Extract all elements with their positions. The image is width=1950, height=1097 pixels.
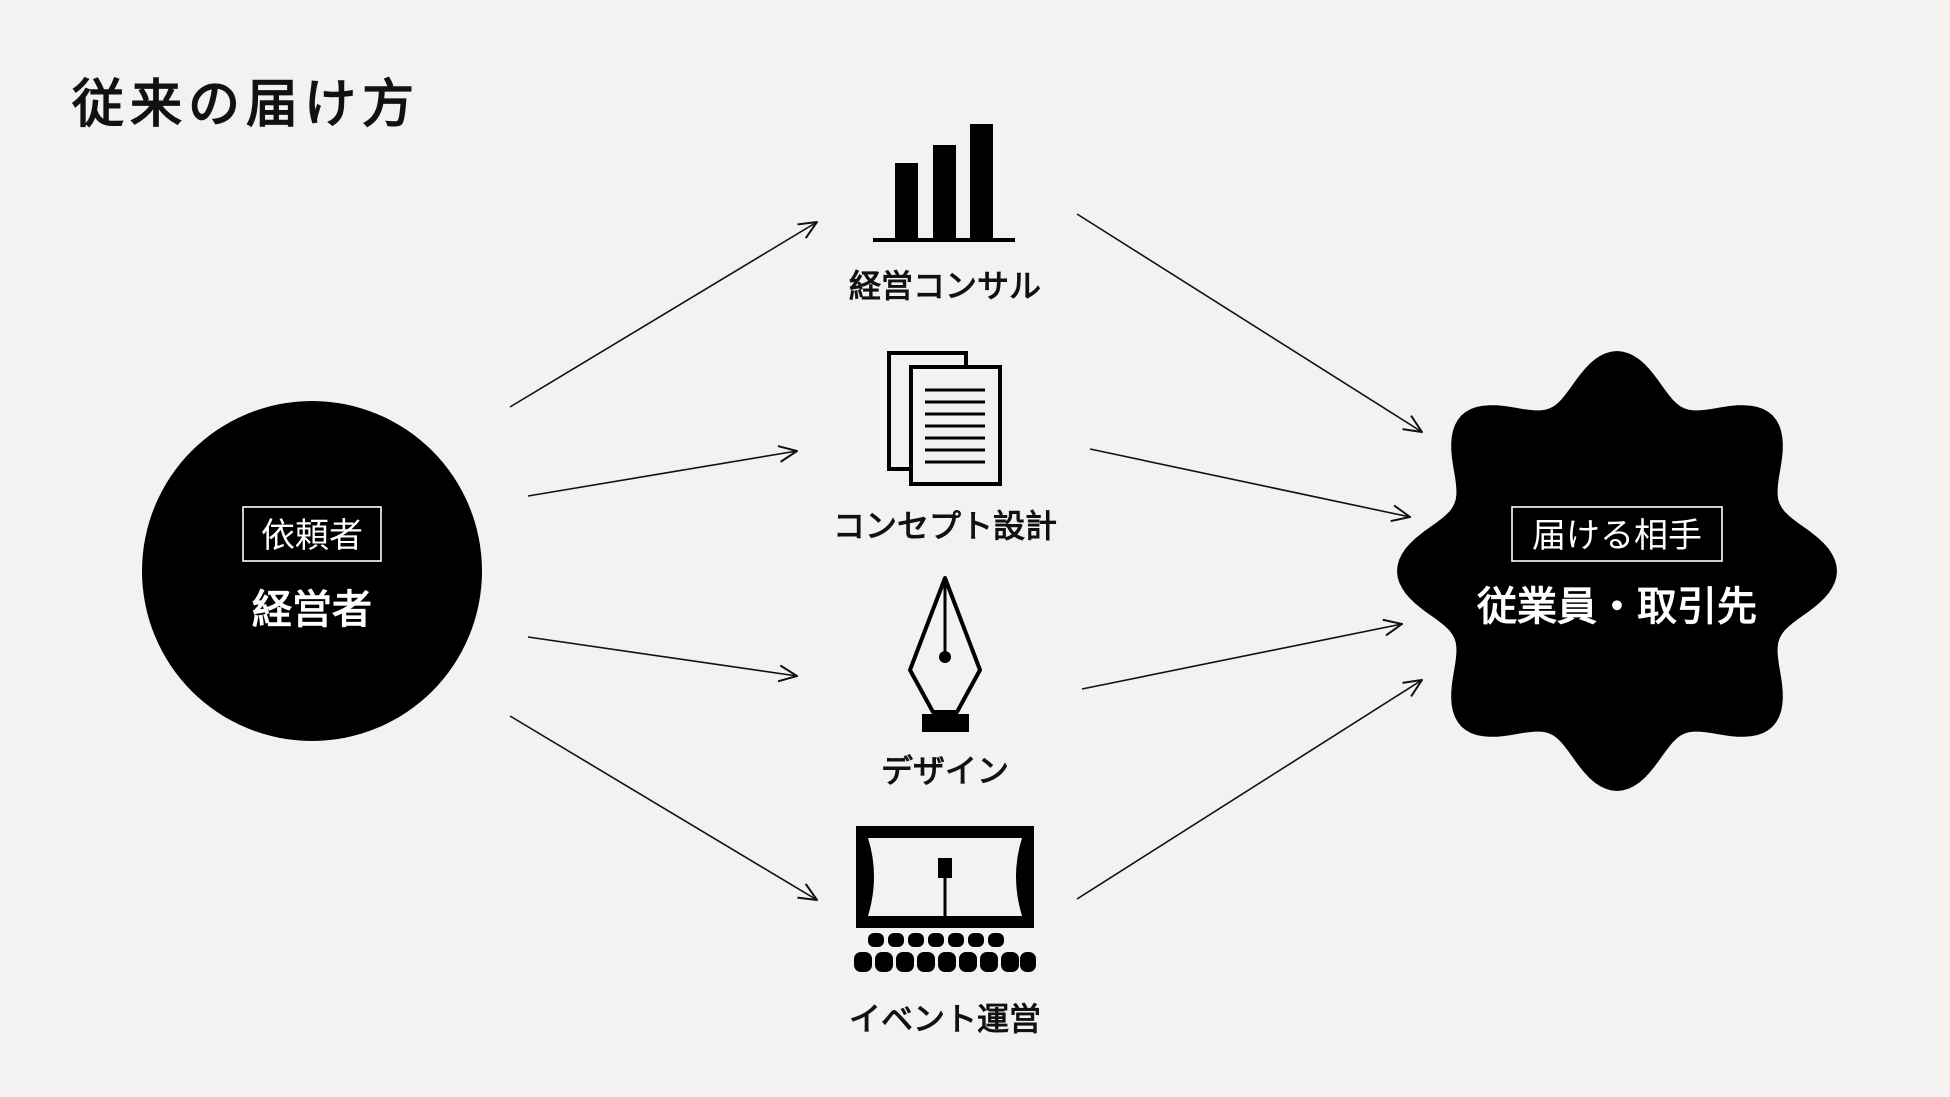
- arrow-to-concept: [527, 451, 797, 497]
- arrow-from-consulting: [1076, 213, 1422, 432]
- service-concept: コンセプト設計: [833, 351, 1057, 545]
- service-consulting: 経営コンサル: [849, 124, 1041, 305]
- arrow-to-design: [527, 636, 797, 676]
- requester-role-box: [242, 506, 382, 562]
- documents-icon: [887, 351, 1002, 486]
- recipient-node: 届ける相手 従業員・取引先: [1397, 351, 1837, 791]
- service-event: イベント運営: [849, 826, 1041, 1038]
- service-label-event: イベント運営: [849, 1000, 1041, 1038]
- service-label-concept: コンセプト設計: [833, 507, 1057, 545]
- arrow-to-event: [509, 715, 817, 900]
- requester-role-label: 依頼者: [261, 516, 363, 556]
- arrows-in: [1076, 213, 1422, 900]
- requester-name: 経営者: [252, 586, 372, 633]
- service-design: デザイン: [881, 576, 1009, 790]
- page-title: 従来の届け方: [72, 74, 421, 135]
- recipient-role-label: 届ける相手: [1532, 516, 1702, 556]
- recipient-role-box: [1511, 506, 1723, 562]
- bar-chart-icon: [873, 124, 1015, 242]
- service-label-consulting: 経営コンサル: [849, 267, 1041, 305]
- stage-audience-icon: [854, 826, 1036, 972]
- recipient-name: 従業員・取引先: [1476, 583, 1757, 630]
- arrow-to-consulting: [509, 222, 817, 408]
- service-label-design: デザイン: [881, 752, 1009, 790]
- arrow-from-event: [1076, 680, 1422, 900]
- arrow-from-design: [1081, 624, 1402, 690]
- arrows-out: [509, 222, 817, 900]
- requester-node: 依頼者 経営者: [142, 401, 482, 741]
- recipient-blob: [1397, 351, 1837, 791]
- fountain-pen-nib-icon: [908, 576, 982, 732]
- arrow-from-concept: [1089, 448, 1410, 517]
